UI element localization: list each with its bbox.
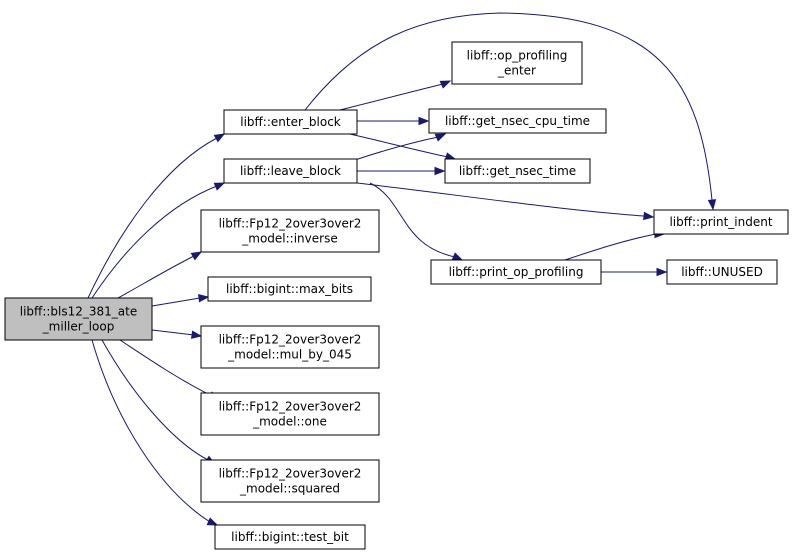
node-inverse[interactable]: libff::Fp12_2over3over2_model::inverse: [200, 209, 380, 253]
edge-root-to-max_bits: [151, 293, 210, 307]
node-label: libff::Fp12_2over3over2: [219, 217, 362, 231]
node-print-op-profiling[interactable]: libff::print_op_profiling: [430, 259, 602, 285]
node-label: libff::bigint::max_bits: [226, 282, 353, 296]
node-label: _enter: [497, 64, 536, 78]
edge-root-to-enter_block: [87, 133, 226, 299]
edge-root-to-test_bit: [91, 339, 219, 526]
edge-root-to-leave_block: [91, 182, 226, 299]
node-squared[interactable]: libff::Fp12_2over3over2_model::squared: [200, 459, 380, 503]
arrowhead-icon: [213, 182, 226, 191]
node-label: libff::op_profiling: [467, 49, 568, 63]
node-get-nsec-cpu-time[interactable]: libff::get_nsec_cpu_time: [428, 108, 607, 134]
arrowhead-icon: [656, 267, 668, 277]
node-label: libff::bls12_381_ate: [20, 305, 137, 319]
node-max-bits[interactable]: libff::bigint::max_bits: [207, 276, 372, 302]
node-label: libff::enter_block: [240, 115, 341, 129]
arrowhead-icon: [198, 293, 210, 303]
arrowhead-icon: [439, 80, 452, 89]
edge-enter_block-to-op_profiling_enter: [339, 80, 452, 111]
node-get-nsec-time[interactable]: libff::get_nsec_time: [444, 158, 591, 184]
arrowhead-icon: [707, 199, 717, 211]
arrowhead-icon: [206, 517, 219, 526]
node-label: libff::Fp12_2over3over2: [219, 333, 362, 347]
edge-leave_block-to-get_nsec_time: [357, 166, 446, 176]
node-root[interactable]: libff::bls12_381_ate_miller_loop: [4, 297, 153, 341]
node-label: _model::mul_by_045: [227, 348, 352, 362]
node-enter-block[interactable]: libff::enter_block: [223, 109, 358, 135]
edge-print_op_profiling-to-unused: [601, 267, 668, 277]
arrowhead-icon: [190, 251, 203, 261]
arrowhead-icon: [451, 252, 464, 261]
edges-layer: [87, 12, 717, 526]
edge-print_op_profiling-to-print_indent: [564, 229, 666, 261]
node-label: libff::print_op_profiling: [449, 265, 584, 279]
edge-enter_block-to-print_indent: [304, 12, 717, 211]
arrowhead-icon: [418, 116, 430, 126]
node-label: _model::squared: [239, 482, 340, 496]
edge-leave_block-to-print_indent: [356, 182, 655, 221]
node-label: _model::one: [252, 415, 327, 429]
node-one[interactable]: libff::Fp12_2over3over2_model::one: [200, 392, 380, 436]
node-mul-by-045[interactable]: libff::Fp12_2over3over2_model::mul_by_04…: [200, 325, 380, 369]
node-label: _miller_loop: [42, 320, 115, 334]
node-unused[interactable]: libff::UNUSED: [666, 259, 778, 285]
arrowhead-icon: [213, 133, 226, 143]
arrowhead-icon: [434, 133, 447, 142]
node-label: libff::bigint::test_bit: [231, 530, 349, 544]
node-leave-block[interactable]: libff::leave_block: [223, 158, 358, 184]
edge-leave_block-to-get_nsec_cpu_time: [354, 133, 447, 161]
edge-root-to-mul_by_045: [151, 329, 203, 339]
arrowhead-icon: [434, 166, 446, 176]
node-test-bit[interactable]: libff::bigint::test_bit: [214, 524, 366, 550]
edge-enter_block-to-get_nsec_cpu_time: [357, 116, 430, 126]
node-label: libff::leave_block: [240, 164, 341, 178]
node-label: libff::get_nsec_time: [459, 164, 576, 178]
node-op-profiling-enter[interactable]: libff::op_profiling_enter: [451, 41, 583, 85]
edge-root-to-squared: [101, 339, 217, 465]
edge-root-to-inverse: [117, 251, 203, 299]
node-print-indent[interactable]: libff::print_indent: [653, 209, 789, 235]
nodes-layer: libff::bls12_381_ate_miller_loop libff::e…: [4, 41, 789, 550]
node-label: libff::Fp12_2over3over2: [219, 400, 362, 414]
node-label: libff::UNUSED: [681, 265, 763, 279]
arrowhead-icon: [643, 211, 655, 221]
node-label: libff::get_nsec_cpu_time: [445, 114, 590, 128]
arrowhead-icon: [190, 330, 203, 339]
node-label: libff::print_indent: [669, 215, 772, 229]
node-label: libff::Fp12_2over3over2: [219, 467, 362, 481]
node-label: _model::inverse: [241, 232, 337, 246]
